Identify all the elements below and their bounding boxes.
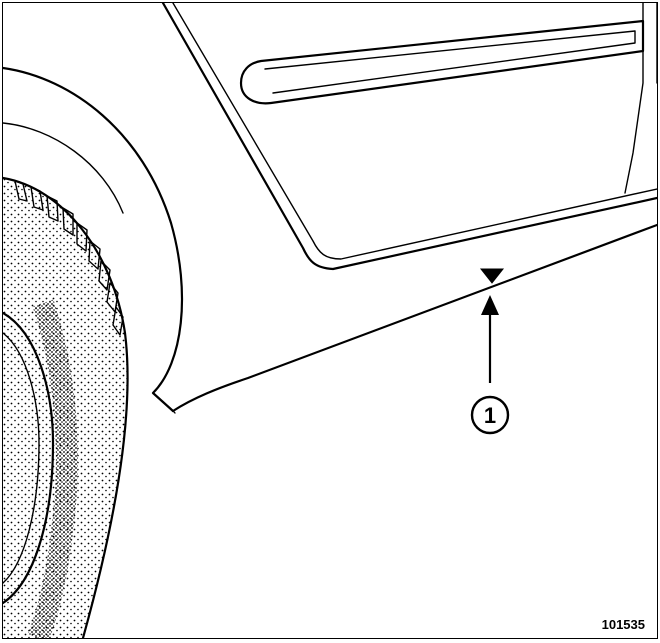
- callout-label: 1: [484, 403, 496, 428]
- callout-1: 1: [470, 395, 510, 435]
- callout-arrow: [481, 295, 499, 383]
- reference-number: 101535: [601, 617, 645, 632]
- tyre-tread: [14, 180, 124, 336]
- location-marker-triangle: [479, 268, 505, 284]
- side-sill: [152, 223, 657, 414]
- wheel-arch: [3, 66, 184, 413]
- door-moulding: [239, 19, 645, 105]
- rear-door: [161, 3, 657, 271]
- car-side-sill-drawing: 1: [3, 3, 657, 638]
- tyre: [3, 176, 129, 638]
